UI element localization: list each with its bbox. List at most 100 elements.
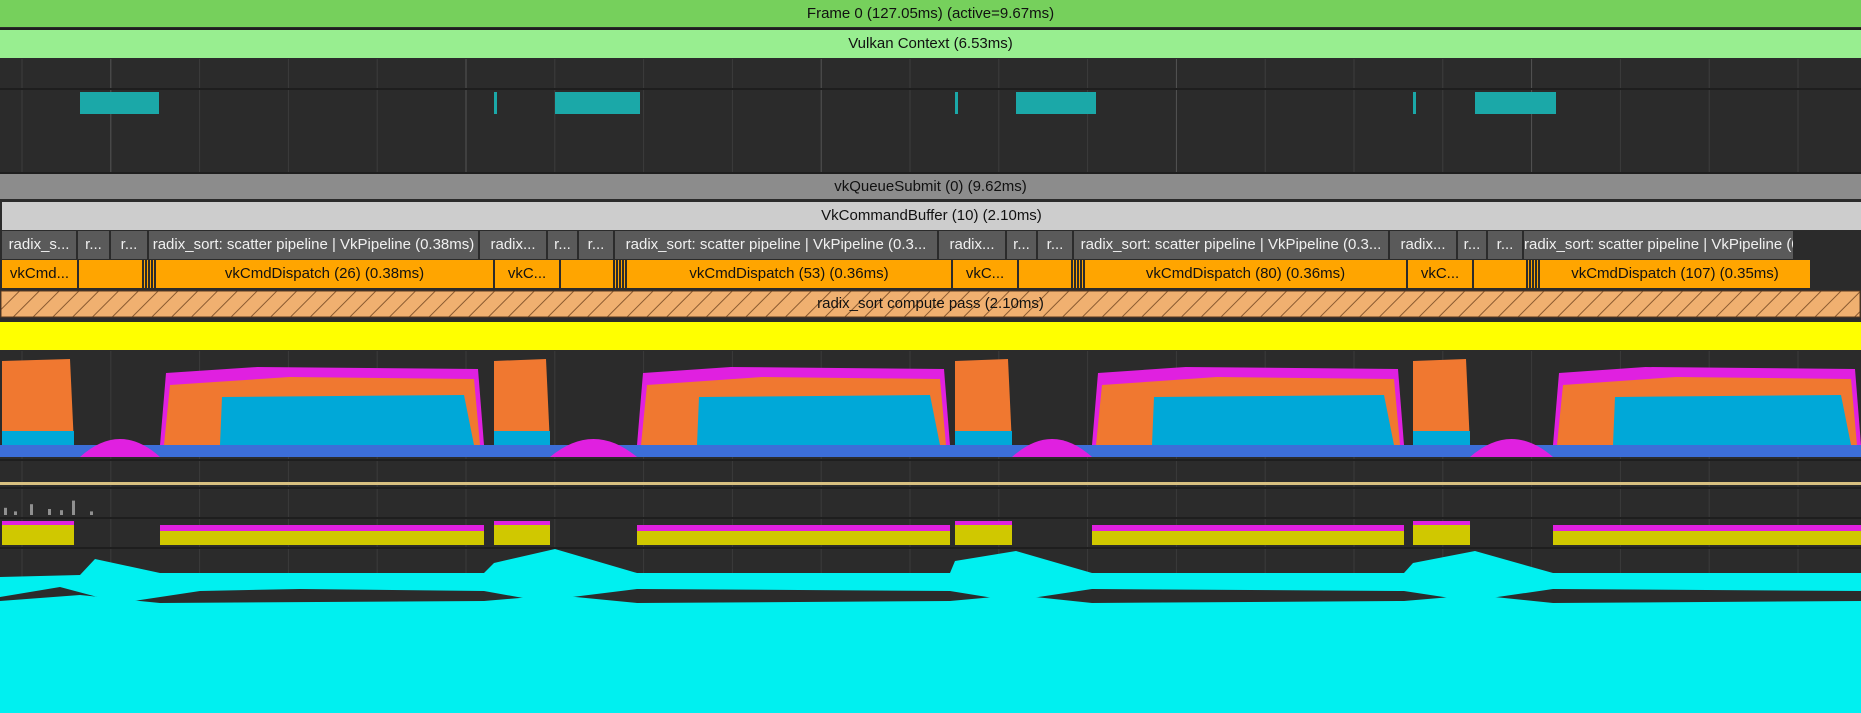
frame-bar[interactable]: Frame 0 (127.05ms) (active=9.67ms) — [0, 0, 1861, 27]
dispatch-tick — [148, 260, 150, 288]
blue-area — [697, 395, 940, 445]
magenta-area — [955, 521, 1012, 525]
compute-pass-bar[interactable] — [0, 290, 1861, 318]
magenta-area — [2, 521, 74, 525]
dispatch-track: vkCmd...vkCmdDispatch (26) (0.38ms)vkC..… — [0, 260, 1861, 288]
dispatch-tick — [1526, 260, 1528, 288]
orange-spike — [1413, 359, 1470, 445]
deep-blue-band — [0, 445, 1861, 457]
transition-area — [550, 439, 637, 457]
dispatch-tick — [622, 260, 624, 288]
dispatch-segment[interactable]: vkCmdDispatch (26) (0.38ms) — [156, 260, 495, 288]
queue-submit-track[interactable]: vkQueueSubmit (0) (9.62ms) — [0, 174, 1861, 200]
pipeline-segment[interactable]: r... — [1488, 231, 1524, 259]
submit-marker — [955, 92, 958, 114]
gray-spike — [14, 511, 17, 515]
dispatch-tick — [1074, 260, 1076, 288]
transition-area — [80, 439, 160, 457]
magenta-area — [1413, 521, 1470, 525]
pipeline-segment[interactable]: radix_sort: scatter pipeline | VkPipelin… — [615, 231, 939, 259]
blue-area — [494, 431, 550, 445]
marker-grid-svg — [0, 59, 1861, 172]
yellow-bar[interactable] — [0, 322, 1861, 350]
dispatch-segment[interactable] — [1019, 260, 1085, 288]
olive-area — [1092, 531, 1404, 545]
dispatch-segment[interactable]: vkCmdDispatch (53) (0.36ms) — [627, 260, 953, 288]
orange-spike — [494, 359, 550, 445]
yellow-track[interactable] — [0, 320, 1861, 350]
tan-line — [0, 482, 1861, 485]
separator — [0, 517, 1861, 519]
orange-spike — [2, 359, 74, 445]
counter-charts — [0, 351, 1861, 713]
pipeline-segment[interactable]: r... — [111, 231, 149, 259]
dispatch-tick — [613, 260, 615, 288]
gray-spike — [60, 510, 63, 515]
pipeline-segment[interactable]: radix_sort: scatter pipeline | VkPipelin… — [149, 231, 480, 259]
blue-area — [1413, 431, 1470, 445]
pipeline-segment[interactable]: r... — [1458, 231, 1488, 259]
dispatch-tick — [142, 260, 144, 288]
olive-area — [1413, 523, 1470, 545]
transition-area — [1012, 439, 1092, 457]
blue-area — [1152, 395, 1394, 445]
vulkan-context-bar[interactable]: Vulkan Context (6.53ms) — [0, 30, 1861, 58]
pipeline-segment[interactable]: r... — [78, 231, 111, 259]
dispatch-tick — [1080, 260, 1082, 288]
dispatch-tick — [1077, 260, 1079, 288]
pipeline-track: radix_s...r...r...radix_sort: scatter pi… — [0, 231, 1861, 259]
pipeline-segment[interactable]: radix_sort: scatter pipeline | VkPipelin… — [1524, 231, 1795, 259]
pipeline-segment[interactable]: radix... — [480, 231, 548, 259]
dispatch-segment[interactable]: vkCmdDispatch (107) (0.35ms) — [1540, 260, 1812, 288]
blue-area — [1613, 395, 1851, 445]
orange-spike — [955, 359, 1012, 445]
magenta-area — [494, 521, 550, 525]
pipeline-segment[interactable]: radix... — [939, 231, 1007, 259]
compute-pass-track[interactable]: radix_sort compute pass (2.10ms) — [0, 290, 1861, 318]
frame-track[interactable]: Frame 0 (127.05ms) (active=9.67ms) — [0, 0, 1861, 28]
dispatch-tick — [151, 260, 153, 288]
pipeline-segment[interactable]: r... — [1038, 231, 1074, 259]
submit-marker — [494, 92, 497, 114]
dispatch-tick — [619, 260, 621, 288]
olive-area — [160, 531, 484, 545]
olive-area — [494, 523, 550, 545]
dispatch-tick — [1535, 260, 1537, 288]
submit-marker — [555, 92, 640, 114]
dispatch-tick — [1529, 260, 1531, 288]
pipeline-segment[interactable]: r... — [1007, 231, 1038, 259]
pipeline-segment[interactable]: r... — [548, 231, 579, 259]
dispatch-segment[interactable] — [561, 260, 627, 288]
transition-area — [1470, 439, 1553, 457]
dispatch-segment[interactable]: vkCmdDispatch (80) (0.36ms) — [1085, 260, 1408, 288]
separator — [0, 459, 1861, 461]
dispatch-segment[interactable] — [1474, 260, 1540, 288]
submit-marker — [1016, 92, 1096, 114]
marker-track — [0, 59, 1861, 172]
pipeline-segment[interactable]: radix... — [1390, 231, 1458, 259]
vulkan-context-track[interactable]: Vulkan Context (6.53ms) — [0, 30, 1861, 58]
blue-area — [955, 431, 1012, 445]
dispatch-tick — [616, 260, 618, 288]
separator — [0, 547, 1861, 549]
olive-area — [955, 523, 1012, 545]
dispatch-segment[interactable]: vkCmd... — [2, 260, 79, 288]
dispatch-segment[interactable]: vkC... — [953, 260, 1019, 288]
pipeline-segment[interactable]: r... — [579, 231, 615, 259]
gray-spike — [4, 507, 7, 515]
pipeline-segment[interactable]: radix_s... — [2, 231, 78, 259]
command-buffer-bar[interactable]: VkCommandBuffer (10) (2.10ms) — [2, 202, 1861, 230]
dispatch-tick — [1532, 260, 1534, 288]
blue-area — [2, 431, 74, 445]
submit-marker — [1475, 92, 1556, 114]
dispatch-segment[interactable]: vkC... — [495, 260, 561, 288]
command-buffer-track[interactable]: VkCommandBuffer (10) (2.10ms) — [0, 202, 1861, 230]
separator — [0, 487, 1861, 489]
submit-marker — [1413, 92, 1416, 114]
dispatch-segment[interactable] — [79, 260, 156, 288]
queue-submit-bar[interactable]: vkQueueSubmit (0) (9.62ms) — [0, 174, 1861, 199]
olive-area — [637, 531, 950, 545]
olive-area — [1553, 531, 1861, 545]
pipeline-segment[interactable]: radix_sort: scatter pipeline | VkPipelin… — [1074, 231, 1390, 259]
dispatch-segment[interactable]: vkC... — [1408, 260, 1474, 288]
